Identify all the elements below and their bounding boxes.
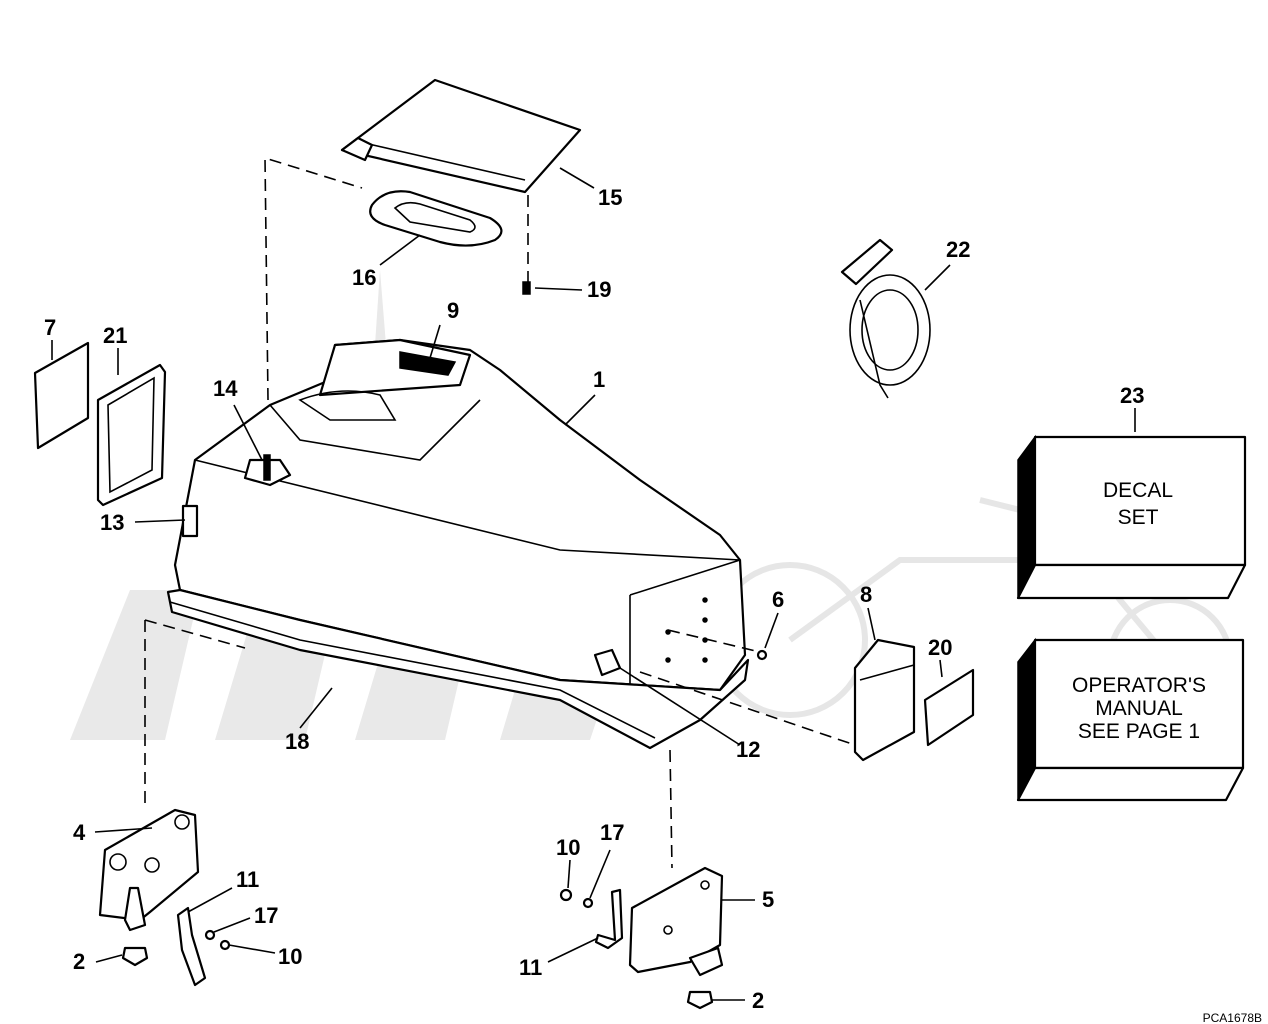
part-2-grommet-right — [686, 990, 714, 1010]
part-7-decal — [33, 341, 90, 450]
callout-18: 18 — [285, 729, 309, 754]
part-14-bolt — [243, 454, 292, 487]
callout-10-left: 10 — [278, 944, 302, 969]
callout-12: 12 — [736, 737, 760, 762]
decal-set-box: DECAL SET — [1016, 434, 1247, 600]
part-4-bracket — [98, 808, 200, 932]
operators-manual-line2: MANUAL — [1095, 697, 1183, 720]
operators-manual-line1: OPERATOR'S — [1072, 674, 1206, 697]
callout-22: 22 — [946, 237, 970, 262]
decal-set-line2: SET — [1118, 506, 1159, 529]
part-16-gasket — [369, 190, 503, 247]
callout-15: 15 — [598, 185, 622, 210]
callout-8: 8 — [860, 582, 872, 607]
part-8-panel — [853, 638, 916, 762]
part-17-washer-right — [582, 897, 594, 909]
callout-1: 1 — [593, 367, 605, 392]
part-22-cord — [840, 238, 931, 399]
callout-17-left: 17 — [254, 903, 278, 928]
part-18-seal — [166, 588, 750, 750]
assembly-lines — [144, 156, 856, 869]
callout-20: 20 — [928, 635, 952, 660]
callout-9: 9 — [447, 298, 459, 323]
callout-23: 23 — [1120, 383, 1144, 408]
part-10-screw-left — [219, 939, 231, 951]
figure-code: PCA1678B — [1203, 1011, 1262, 1024]
part-6-screw — [756, 649, 768, 661]
callout-4: 4 — [73, 820, 86, 845]
callout-11-left: 11 — [236, 867, 259, 892]
callout-2-left: 2 — [73, 949, 85, 974]
callout-6: 6 — [772, 587, 784, 612]
callout-5: 5 — [762, 887, 774, 912]
callout-11-right: 11 — [519, 955, 542, 980]
part-20-decal — [923, 668, 975, 747]
callout-2-right: 2 — [752, 988, 764, 1013]
part-15-hood-cover — [340, 78, 582, 194]
operators-manual-line3: SEE PAGE 1 — [1078, 720, 1200, 743]
part-11-strap-left — [176, 906, 207, 987]
operators-manual-box: OPERATOR'S MANUAL SEE PAGE 1 — [1016, 637, 1245, 802]
callout-13: 13 — [100, 510, 124, 535]
callout-7: 7 — [44, 315, 56, 340]
part-11-strap-right — [594, 888, 624, 950]
part-2-grommet-left — [121, 946, 149, 967]
part-5-bracket — [628, 866, 724, 977]
part-19-screw — [522, 281, 531, 295]
callout-10-right: 10 — [556, 835, 580, 860]
part-10-screw-right — [559, 888, 573, 902]
leader-lines — [51, 167, 1136, 1001]
part-17-washer-left — [204, 929, 216, 941]
callout-16: 16 — [352, 265, 376, 290]
part-13-latch — [181, 504, 199, 538]
part-21-frame — [96, 363, 167, 507]
decal-set-line1: DECAL — [1103, 479, 1173, 502]
callout-19: 19 — [587, 277, 611, 302]
callout-labels: 1 9 15 16 19 22 7 21 14 13 23 6 8 20 12 … — [44, 185, 1144, 1013]
callout-21: 21 — [103, 323, 127, 348]
callout-17-right: 17 — [600, 820, 624, 845]
callout-14: 14 — [213, 376, 238, 401]
